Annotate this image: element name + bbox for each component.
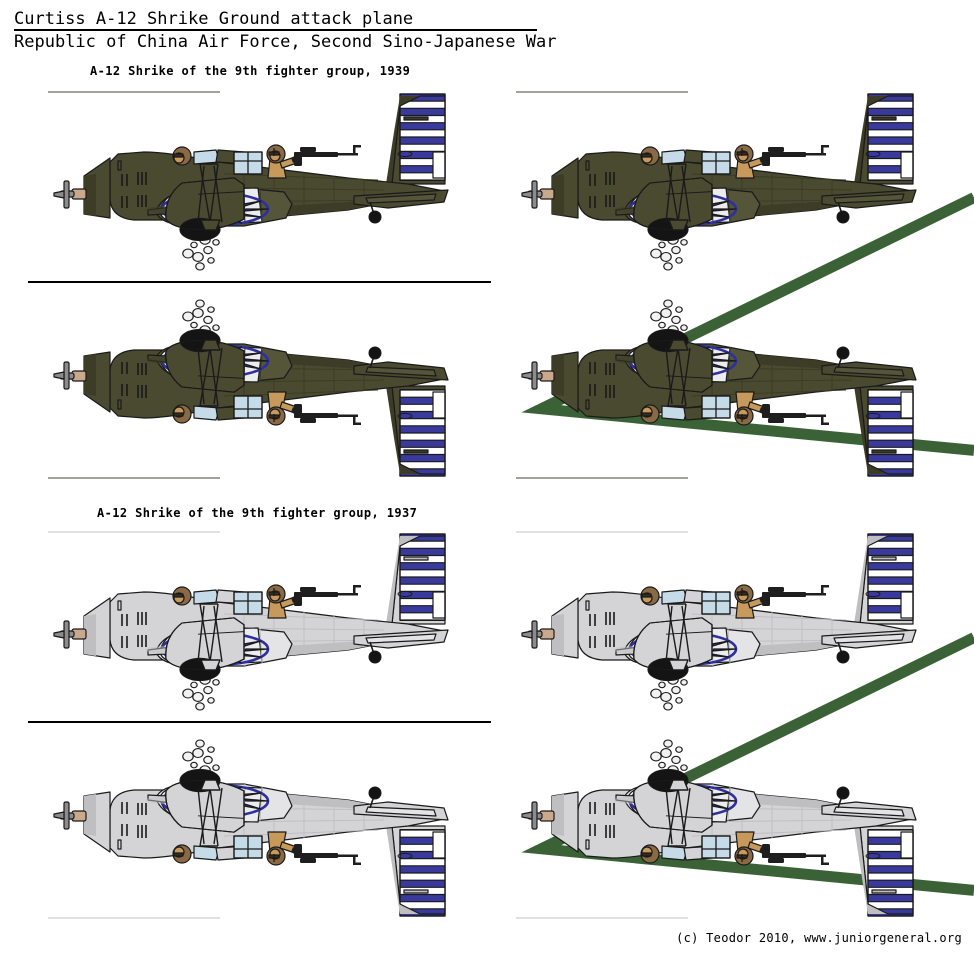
caption-1939: A-12 Shrike of the 9th fighter group, 19…: [90, 64, 411, 78]
section-divider-2: [28, 721, 491, 723]
aircraft-row-2-olive-bottom[interactable]: [48, 298, 449, 479]
aircraft-row-4-silver-bottom[interactable]: [48, 738, 449, 919]
title-underline: [14, 29, 537, 31]
section-divider-1: [28, 281, 491, 283]
aircraft-row-2-olive-bottom-right[interactable]: [516, 298, 917, 479]
aircraft-row-4-silver-bottom-right[interactable]: [516, 738, 917, 919]
credit-line: (c) Teodor 2010, www.juniorgeneral.org: [676, 931, 962, 945]
aircraft-row-3-silver-top-right[interactable]: [516, 531, 917, 712]
aircraft-row-1-olive-top-right[interactable]: [516, 91, 917, 272]
aircraft-row-1-olive-top[interactable]: [48, 91, 449, 272]
page-title: Curtiss A-12 Shrike Ground attack plane: [14, 9, 414, 29]
page-subtitle: Republic of China Air Force, Second Sino…: [14, 32, 557, 52]
caption-1937: A-12 Shrike of the 9th fighter group, 19…: [97, 506, 418, 520]
aircraft-row-3-silver-top[interactable]: [48, 531, 449, 712]
